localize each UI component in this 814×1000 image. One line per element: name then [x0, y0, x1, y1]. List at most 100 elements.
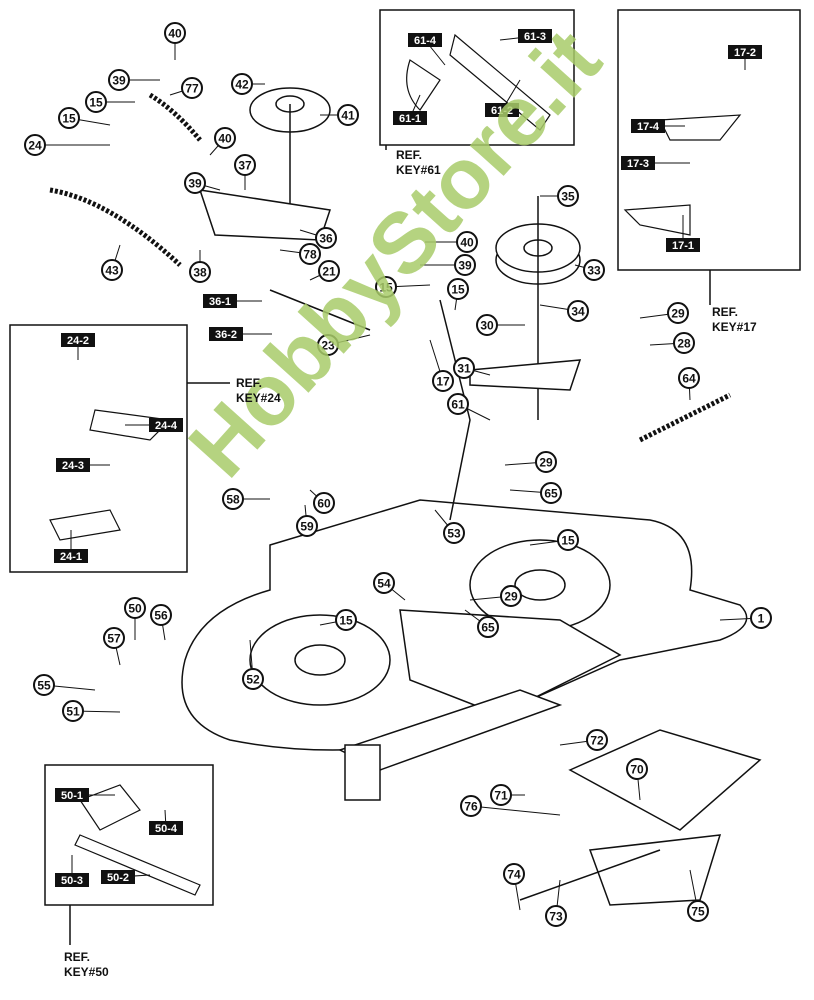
callout-number: 1	[758, 612, 765, 626]
sub-label-61-4: 61-4	[408, 33, 442, 47]
sub-label-text: 24-1	[60, 551, 82, 563]
sub-label-17-1: 17-1	[666, 238, 700, 252]
callout-72: 72	[586, 729, 608, 751]
callout-circle	[101, 259, 123, 281]
callout-circle	[453, 357, 475, 379]
callout-42: 42	[231, 73, 253, 95]
callout-60: 60	[313, 492, 335, 514]
sub-label-box	[518, 29, 552, 43]
callout-circle	[432, 370, 454, 392]
callout-circle	[567, 300, 589, 322]
callout-circle	[124, 597, 146, 619]
sub-label-50-1: 50-1	[55, 788, 89, 802]
sub-label-box	[61, 333, 95, 347]
callout-circle	[750, 607, 772, 629]
callout-number: 34	[571, 305, 585, 319]
callout-circle	[673, 332, 695, 354]
callout-55: 55	[33, 674, 55, 696]
callout-number: 77	[185, 82, 199, 96]
callout-number: 17	[436, 375, 450, 389]
callout-30: 30	[476, 314, 498, 336]
callout-15: 15	[447, 278, 469, 300]
callout-39: 39	[184, 172, 206, 194]
callout-number: 39	[458, 259, 472, 273]
callout-34: 34	[567, 300, 589, 322]
sub-label-box	[55, 873, 89, 887]
callout-circle	[476, 314, 498, 336]
callout-73: 73	[545, 905, 567, 927]
callout-51: 51	[62, 700, 84, 722]
callout-17: 17	[432, 370, 454, 392]
callout-circle	[317, 334, 339, 356]
detail-box-key-24	[9, 324, 230, 573]
deck-hanger-bracket	[338, 609, 622, 801]
callout-circle	[586, 729, 608, 751]
detail-parts-sketches	[49, 33, 742, 896]
callout-number: 40	[460, 236, 474, 250]
callout-circle	[315, 227, 337, 249]
callout-54: 54	[373, 572, 395, 594]
callout-number: 76	[464, 800, 478, 814]
callout-29: 29	[500, 585, 522, 607]
callout-number: 53	[447, 527, 461, 541]
callout-circle	[222, 488, 244, 510]
callout-76: 76	[460, 795, 482, 817]
callout-number: 42	[235, 78, 249, 92]
spring-43	[49, 187, 182, 267]
callout-61: 61	[447, 393, 469, 415]
callout-number: 29	[671, 307, 685, 321]
sub-label-text: 61-1	[399, 113, 421, 125]
callout-number: 60	[317, 497, 331, 511]
callout-number: 23	[321, 339, 335, 353]
callout-circle	[189, 261, 211, 283]
callout-number: 58	[226, 493, 240, 507]
ref-label: REF.	[712, 305, 739, 319]
callout-number: 51	[66, 705, 80, 719]
sub-label-box	[408, 33, 442, 47]
callout-circle	[454, 254, 476, 276]
sub-label-text: 17-1	[672, 240, 694, 252]
sub-label-box	[101, 870, 135, 884]
callout-circle	[583, 259, 605, 281]
callout-circle	[540, 482, 562, 504]
sub-label-text: 50-2	[107, 872, 129, 884]
callout-number: 56	[154, 609, 168, 623]
callout-number: 36	[319, 232, 333, 246]
callout-15: 15	[58, 107, 80, 129]
callout-circle	[490, 784, 512, 806]
callout-37: 37	[234, 154, 256, 176]
callout-53: 53	[443, 522, 465, 544]
callout-number: 40	[168, 27, 182, 41]
sub-label-text: 24-4	[155, 420, 178, 432]
callout-number: 64	[682, 372, 696, 386]
sub-label-24-2: 24-2	[61, 333, 95, 347]
callout-circle	[184, 172, 206, 194]
callout-circle	[58, 107, 80, 129]
callout-circle	[557, 529, 579, 551]
sub-label-36-2: 36-2	[209, 327, 243, 341]
callout-57: 57	[103, 627, 125, 649]
front-hitch-bracket	[519, 729, 762, 906]
idler-arm-assembly	[198, 189, 582, 521]
callout-number: 15	[379, 281, 393, 295]
callout-71: 71	[490, 784, 512, 806]
spring-64	[638, 392, 732, 443]
callout-21: 21	[318, 260, 340, 282]
sub-label-61-1: 61-1	[393, 111, 427, 125]
callout-circle	[375, 276, 397, 298]
callout-50: 50	[124, 597, 146, 619]
spring-77	[148, 92, 202, 142]
callout-number: 65	[481, 621, 495, 635]
callout-number: 15	[451, 283, 465, 297]
sub-label-text: 36-1	[209, 296, 231, 308]
callout-circle	[678, 367, 700, 389]
ref-key-50: REF.KEY#50	[64, 950, 109, 980]
detail-box-key-50	[44, 764, 214, 945]
sub-label-24-4: 24-4	[149, 418, 183, 432]
callout-circle	[234, 154, 256, 176]
callout-15: 15	[557, 529, 579, 551]
callout-number: 61	[451, 398, 465, 412]
callout-circle	[231, 73, 253, 95]
